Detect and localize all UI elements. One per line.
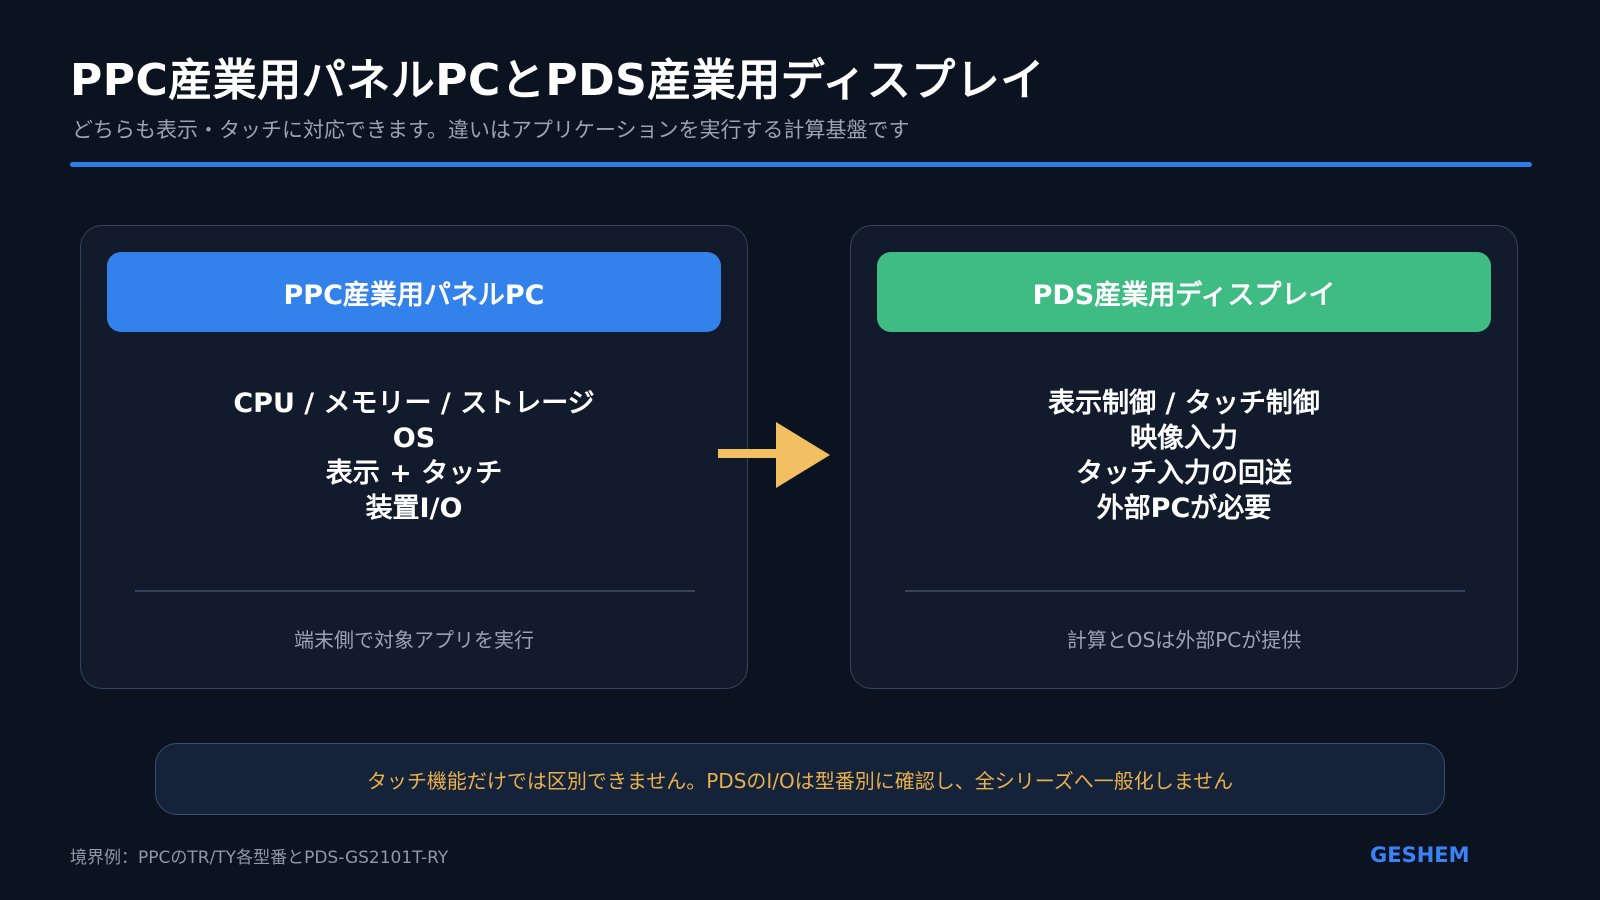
brand-logo: GESHEM xyxy=(1370,843,1470,867)
ppc-feature-list: CPU / メモリー / ストレージ OS 表示 + タッチ 装置I/O xyxy=(81,386,747,526)
pds-panel-divider xyxy=(905,590,1465,592)
pds-panel-card: PDS産業用ディスプレイ 表示制御 / タッチ制御 映像入力 タッチ入力の回送 … xyxy=(850,225,1518,689)
ppc-feature-item: CPU / メモリー / ストレージ xyxy=(233,388,595,419)
pds-feature-item: 外部PCが必要 xyxy=(1096,493,1272,524)
warning-callout: タッチ機能だけでは区別できません。PDSのI/Oは型番別に確認し、全シリーズへ一… xyxy=(155,743,1445,815)
right-arrow-icon xyxy=(718,422,830,488)
ppc-feature-item: OS xyxy=(392,423,436,454)
ppc-panel-card: PPC産業用パネルPC CPU / メモリー / ストレージ OS 表示 + タ… xyxy=(80,225,748,689)
pds-feature-item: タッチ入力の回送 xyxy=(1076,458,1292,489)
pds-panel-header: PDS産業用ディスプレイ xyxy=(877,252,1491,332)
ppc-feature-item: 表示 + タッチ xyxy=(325,458,503,489)
pds-feature-list: 表示制御 / タッチ制御 映像入力 タッチ入力の回送 外部PCが必要 xyxy=(851,386,1517,526)
ppc-panel-divider xyxy=(135,590,695,592)
page-subtitle: どちらも表示・タッチに対応できます。違いはアプリケーションを実行する計算基盤です xyxy=(72,118,910,142)
ppc-panel-note: 端末側で対象アプリを実行 xyxy=(294,628,534,652)
ppc-panel-header: PPC産業用パネルPC xyxy=(107,252,721,332)
title-rule xyxy=(70,162,1532,167)
page-title: PPC産業用パネルPCとPDS産業用ディスプレイ xyxy=(70,55,1045,106)
ppc-feature-item: 装置I/O xyxy=(365,493,463,524)
pds-feature-item: 映像入力 xyxy=(1130,423,1238,454)
pds-panel-note: 計算とOSは外部PCが提供 xyxy=(1066,628,1302,652)
pds-feature-item: 表示制御 / タッチ制御 xyxy=(1048,388,1320,419)
footer-note: 境界例：PPCのTR/TY各型番とPDS-GS2101T-RY xyxy=(70,848,449,868)
